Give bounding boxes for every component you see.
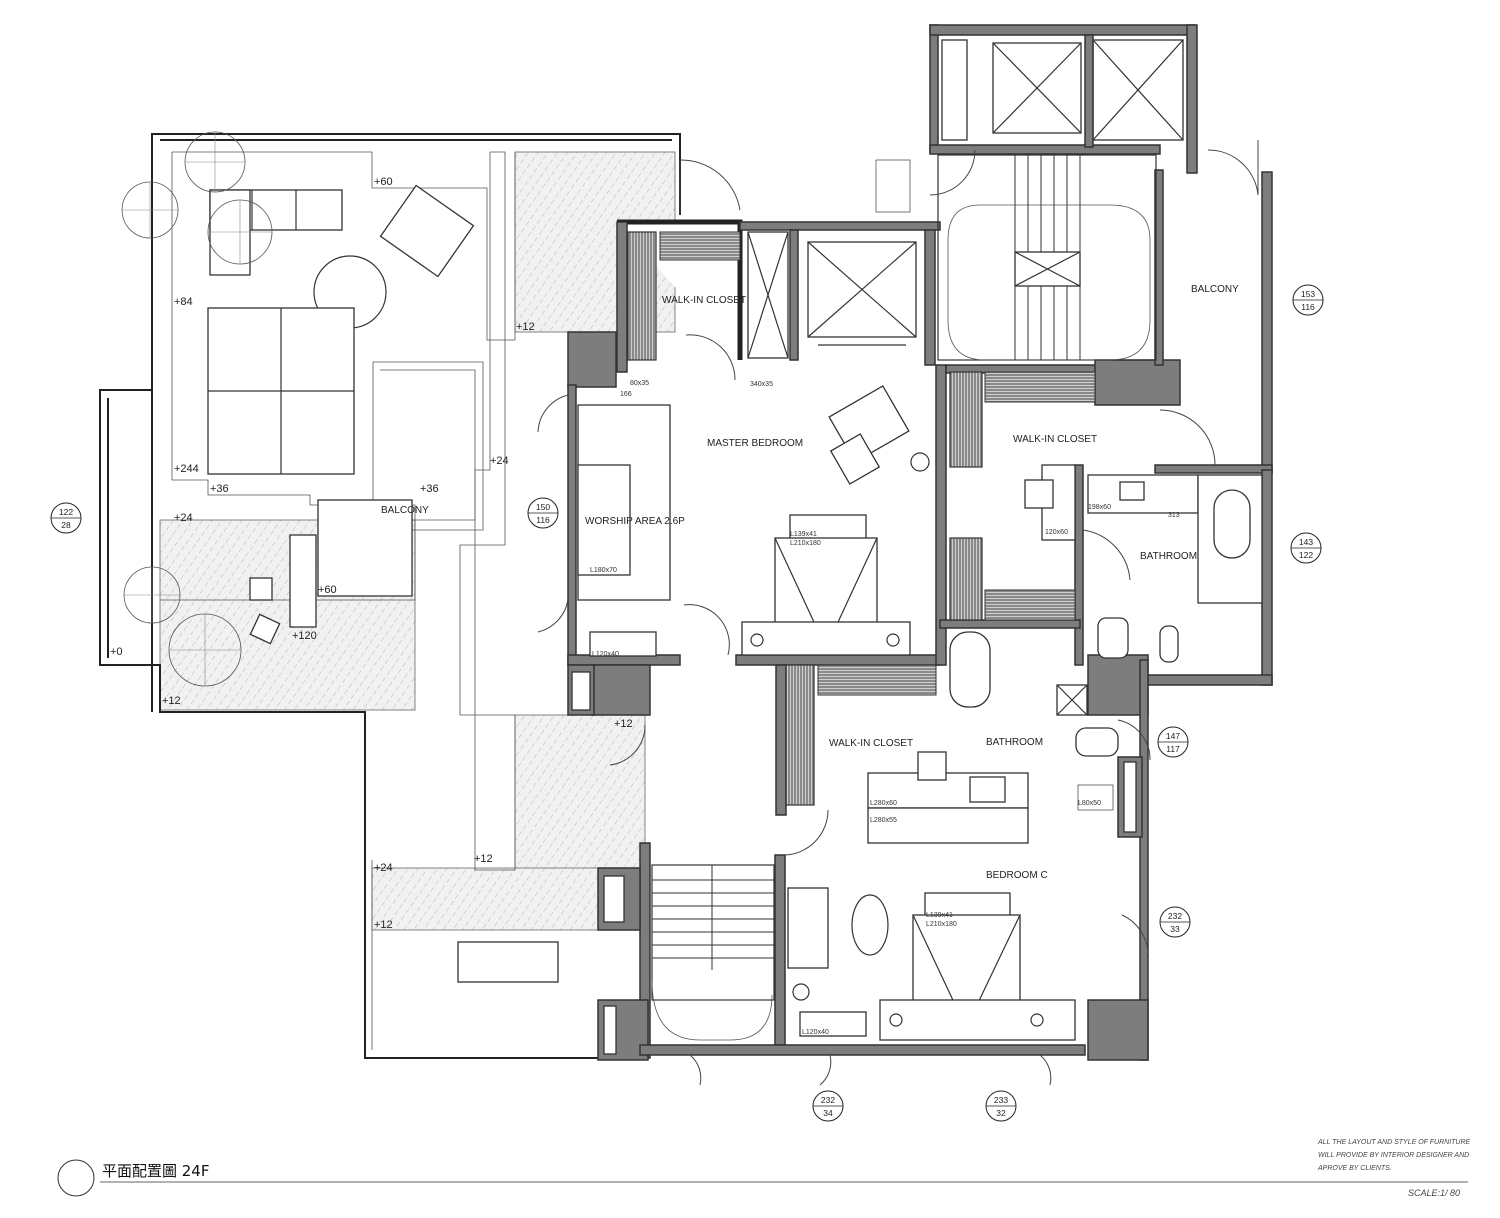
svg-text:143: 143 (1299, 537, 1313, 547)
elevation-tags: 122 28 150 116 153 116 143 122 147 117 (50, 284, 1324, 1122)
dim-note: L210x180 (926, 921, 957, 928)
level-mark: +24 (174, 512, 193, 524)
level-mark: +24 (374, 862, 393, 874)
svg-text:28: 28 (61, 520, 71, 530)
level-mark: +120 (292, 630, 317, 642)
svg-text:153: 153 (1301, 289, 1315, 299)
svg-text:233: 233 (994, 1095, 1008, 1105)
elevation-tag: 150 116 (527, 497, 559, 529)
svg-text:116: 116 (1301, 302, 1315, 312)
room-labels: WALK-IN CLOSET MASTER BEDROOM WORSHIP AR… (381, 284, 1239, 881)
dim-note: L280x55 (870, 817, 897, 824)
elevation-tag: 147 117 (1157, 726, 1189, 758)
elevation-tag: 153 116 (1292, 284, 1324, 316)
level-mark: +36 (210, 483, 229, 495)
drawing-title: 平面配置圖 24F (102, 1162, 209, 1180)
dim-note: 80x35 (630, 380, 649, 387)
svg-text:232: 232 (821, 1095, 835, 1105)
svg-text:232: 232 (1168, 911, 1182, 921)
room-label: BEDROOM C (986, 870, 1048, 881)
level-marks: +60 +84 +244 +36 +36 +24 +24 +12 +60 +12… (110, 176, 633, 931)
room-label: MASTER BEDROOM (707, 438, 803, 449)
room-label: BATHROOM (1140, 551, 1197, 562)
master-furniture (577, 385, 930, 657)
level-mark: +24 (490, 455, 509, 467)
elevation-tag: 122 28 (50, 502, 82, 534)
dim-note: L210x180 (790, 540, 821, 547)
door-swings (537, 140, 1259, 1086)
level-mark: +0 (110, 646, 123, 658)
drawing-note: APROVE BY CLIENTS. (1317, 1165, 1392, 1172)
dim-note: L139x41 (926, 912, 953, 919)
level-mark: +60 (374, 176, 393, 188)
drawing-note: ALL THE LAYOUT AND STYLE OF FURNITURE (1317, 1139, 1471, 1146)
closet-rails (627, 231, 1096, 806)
elevation-tag: 232 33 (1159, 906, 1191, 938)
level-mark: +12 (374, 919, 393, 931)
title-block: 平面配置圖 24F ALL THE LAYOUT AND STYLE OF FU… (57, 1139, 1471, 1198)
bedroom-c-furniture (787, 751, 1114, 1041)
central-stairs (875, 154, 1157, 361)
dim-note: 166 (620, 391, 632, 398)
room-label: BALCONY (381, 505, 429, 516)
drawing-note: WILL PROVIDE BY INTERIOR DESIGNER AND (1318, 1152, 1469, 1159)
lower-stairs (651, 864, 775, 1041)
level-mark: +36 (420, 483, 439, 495)
tree-icons (121, 131, 273, 687)
level-mark: +12 (162, 695, 181, 707)
svg-text:150: 150 (536, 502, 550, 512)
level-mark: +12 (474, 853, 493, 865)
dim-note: 198x60 (1088, 504, 1111, 511)
outdoor-furniture (207, 184, 559, 983)
room-label: BALCONY (1191, 284, 1239, 295)
elevation-tag: 143 122 (1290, 532, 1322, 564)
dim-note: 120x60 (1045, 529, 1068, 536)
dim-note: 313 (1168, 512, 1180, 519)
dim-note: L280x60 (870, 800, 897, 807)
dim-note: L80x50 (1078, 800, 1101, 807)
dim-note: 340x35 (750, 381, 773, 388)
bathroom-fixtures (949, 464, 1263, 757)
room-label: WORSHIP AREA 2.6P (585, 516, 685, 527)
svg-text:34: 34 (823, 1108, 833, 1118)
room-label: WALK-IN CLOSET (1013, 434, 1097, 445)
dim-note: L120x40 (802, 1029, 829, 1036)
dim-note: L139x41 (790, 531, 817, 538)
elevation-tag: 233 32 (985, 1090, 1017, 1122)
svg-text:122: 122 (1299, 550, 1313, 560)
level-mark: +84 (174, 296, 193, 308)
level-mark: +244 (174, 463, 199, 475)
svg-text:147: 147 (1166, 731, 1180, 741)
room-label: WALK-IN CLOSET (662, 295, 746, 306)
level-mark: +60 (318, 584, 337, 596)
dim-note: L180x70 (590, 567, 617, 574)
drawing-scale: SCALE:1/ 80 (1408, 1188, 1460, 1198)
svg-text:32: 32 (996, 1108, 1006, 1118)
elevator-shaft (747, 229, 936, 366)
dim-note: L120x40 (592, 651, 619, 658)
dimension-notes: L139x41 L210x180 L139x41 L210x180 L180x7… (590, 380, 1180, 1036)
room-label: BATHROOM (986, 737, 1043, 748)
room-label: WALK-IN CLOSET (829, 738, 913, 749)
terrace-hatch (159, 151, 676, 931)
svg-text:117: 117 (1166, 744, 1180, 754)
level-mark: +12 (614, 718, 633, 730)
svg-text:116: 116 (536, 515, 550, 525)
svg-text:122: 122 (59, 507, 73, 517)
level-mark: +12 (516, 321, 535, 333)
svg-text:33: 33 (1170, 924, 1180, 934)
elevation-tag: 232 34 (812, 1090, 844, 1122)
